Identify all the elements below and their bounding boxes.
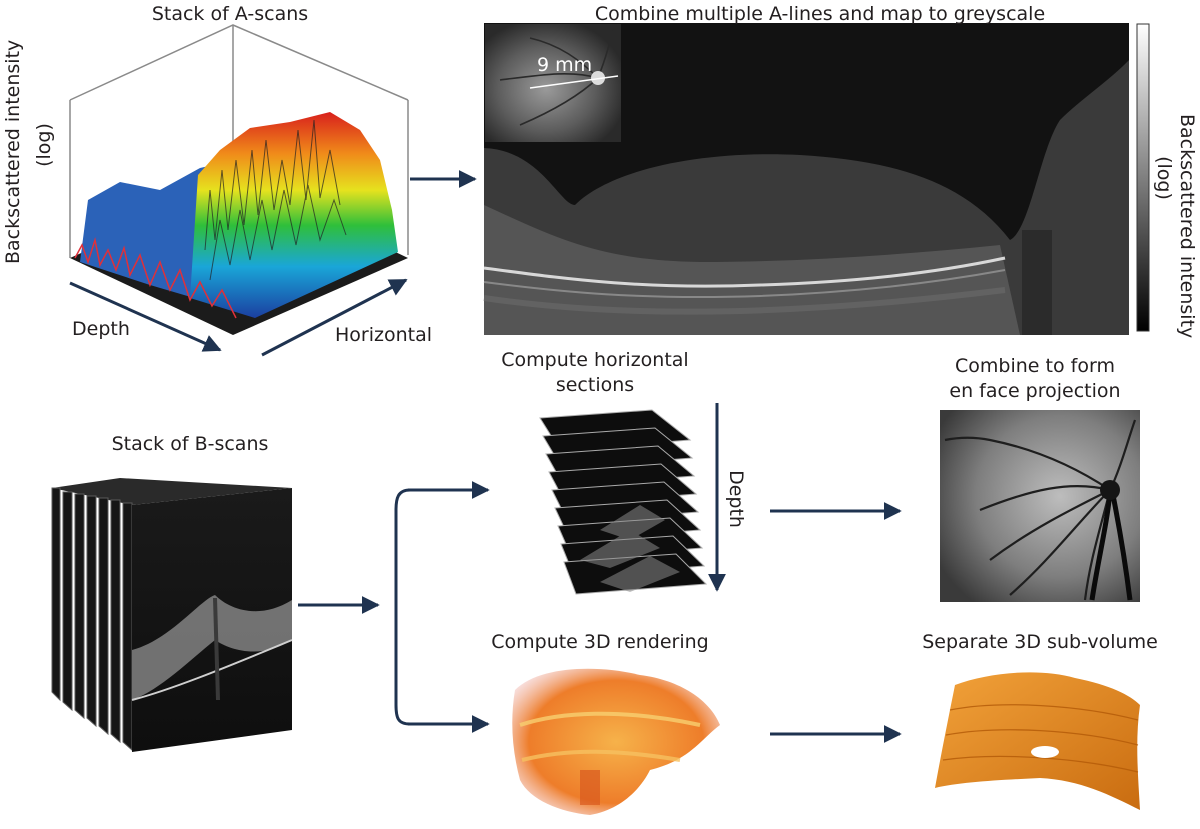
surface-right <box>190 112 398 318</box>
sub-volume-hole <box>1031 746 1059 758</box>
horizontal-sections-stack <box>540 410 706 594</box>
compute-3d-label: Compute 3D rendering <box>480 630 720 654</box>
backscatter-right-label-line2: (log) <box>1153 148 1175 208</box>
backscatter-left-label-line2: (log) <box>33 115 55 175</box>
combine-en-face-label-line2: en face projection <box>930 379 1140 403</box>
separate-3d-label: Separate 3D sub-volume <box>915 630 1165 654</box>
horizontal-axis-label: Horizontal <box>335 323 432 347</box>
splitter-bracket <box>396 490 410 724</box>
depth-arrow-label: Depth <box>725 469 747 529</box>
compute-horizontal-label-line1: Compute horizontal <box>490 348 700 372</box>
3d-sub-volume <box>935 672 1140 810</box>
backscatter-left-label-line1: Backscattered intensity <box>2 114 24 264</box>
fundus-scale-label: 9 mm <box>537 53 592 77</box>
stack-b-scans-label: Stack of B-scans <box>100 432 280 456</box>
en-face-projection <box>940 410 1140 602</box>
a-scan-stack-plot <box>70 25 408 335</box>
stack-a-scans-label: Stack of A-scans <box>130 2 330 26</box>
greyscale-colorbar <box>1137 24 1149 331</box>
compute-horizontal-label-line2: sections <box>490 373 700 397</box>
plot-back-edge-top <box>70 25 408 100</box>
combine-a-lines-label: Combine multiple A-lines and map to grey… <box>560 2 1080 26</box>
depth-axis-label: Depth <box>72 317 130 341</box>
combine-en-face-label-line1: Combine to form <box>930 354 1140 378</box>
b-scan-stack <box>52 478 292 752</box>
backscatter-right-label-line1: Backscattered intensity <box>1176 114 1198 264</box>
3d-rendering <box>512 669 720 815</box>
